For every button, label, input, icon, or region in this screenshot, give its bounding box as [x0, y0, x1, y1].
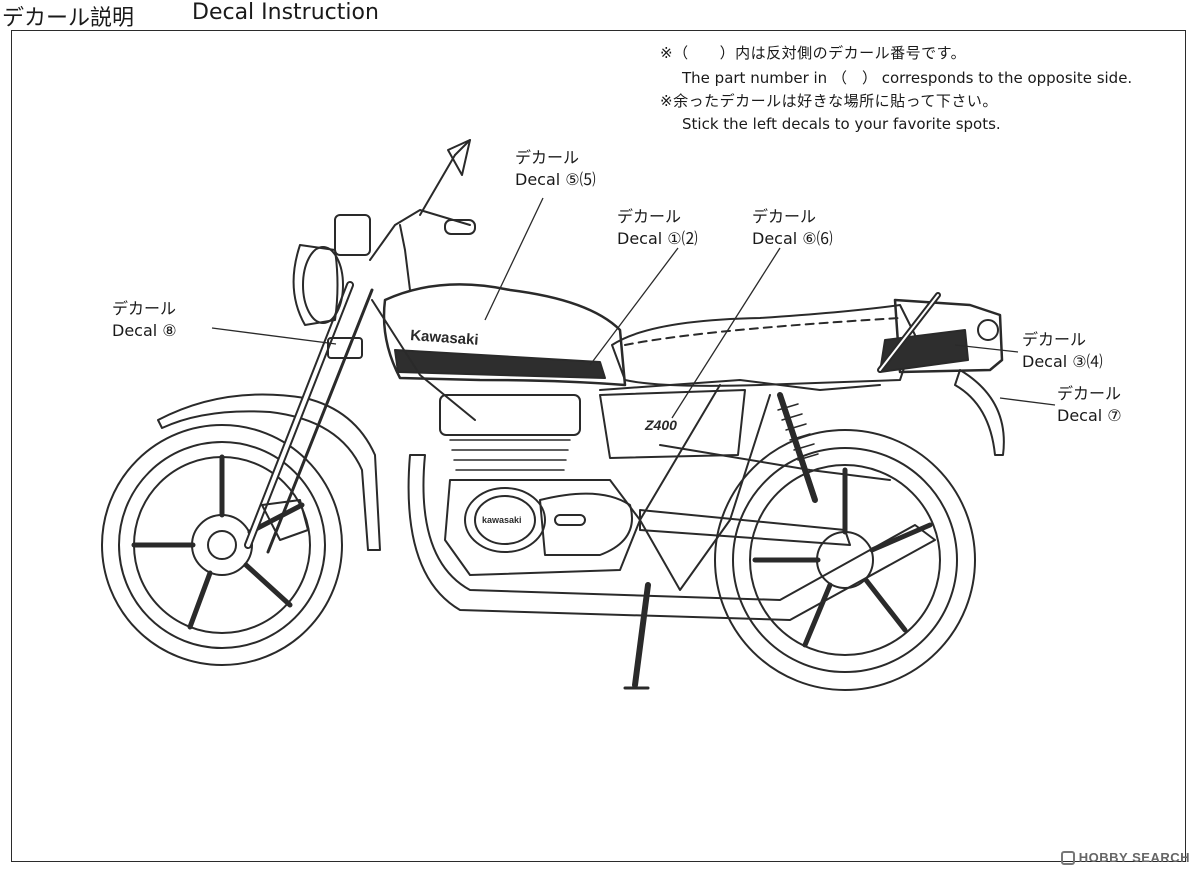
note-opposite-side-en: The part number in （ ） corresponds to th…	[682, 69, 1133, 87]
callout-label-ja: デカール	[112, 299, 177, 318]
callout-label-ja: デカール	[515, 148, 580, 167]
callout-decal-6: デカール Decal ⑥⑹	[752, 206, 833, 250]
front-wheel	[101, 424, 343, 666]
note-leftover-ja: ※余ったデカールは好きな場所に貼って下さい。	[660, 92, 998, 110]
leader-decal-6	[671, 247, 781, 419]
leader-decal-8	[211, 327, 337, 345]
watermark-text: HOBBY SEARCH	[1078, 850, 1190, 865]
leader-decal-3	[954, 344, 1019, 353]
callout-label-en: Decal ⑥⑹	[752, 229, 833, 248]
watermark: HOBBY SEARCH	[1060, 850, 1190, 865]
callout-label-ja: デカール	[617, 207, 682, 226]
leader-decal-7	[999, 397, 1056, 406]
callout-label-en: Decal ⑦	[1057, 406, 1122, 425]
side-cover-logo: Z400	[644, 417, 677, 433]
callout-decal-1: デカール Decal ①⑵	[617, 206, 698, 250]
callout-label-en: Decal ⑤⑸	[515, 170, 596, 189]
leader-decal-5	[484, 197, 544, 321]
callout-label-en: Decal ③⑷	[1022, 352, 1103, 371]
callout-decal-5: デカール Decal ⑤⑸	[515, 147, 596, 191]
note-leftover-en: Stick the left decals to your favorite s…	[682, 115, 1001, 133]
leader-decal-1	[589, 247, 679, 366]
title-japanese: デカール説明	[2, 6, 135, 31]
tank-logo: Kawasaki	[410, 327, 479, 349]
engine-badge: kawasaki	[482, 515, 522, 525]
diagram-frame	[11, 30, 1186, 862]
callout-decal-8: デカール Decal ⑧	[112, 298, 177, 342]
note-opposite-side-ja: ※（ ）内は反対側のデカール番号です。	[660, 44, 967, 62]
callout-label-ja: デカール	[1057, 384, 1122, 403]
callout-label-en: Decal ⑧	[112, 321, 177, 340]
callout-decal-7: デカール Decal ⑦	[1057, 383, 1122, 427]
hobby-search-logo-icon	[1060, 851, 1075, 865]
title-english: Decal Instruction	[192, 0, 379, 25]
callout-decal-3: デカール Decal ③⑷	[1022, 329, 1103, 373]
callout-label-ja: デカール	[752, 207, 817, 226]
callout-label-en: Decal ①⑵	[617, 229, 698, 248]
rear-wheel	[714, 429, 976, 691]
callout-label-ja: デカール	[1022, 330, 1087, 349]
